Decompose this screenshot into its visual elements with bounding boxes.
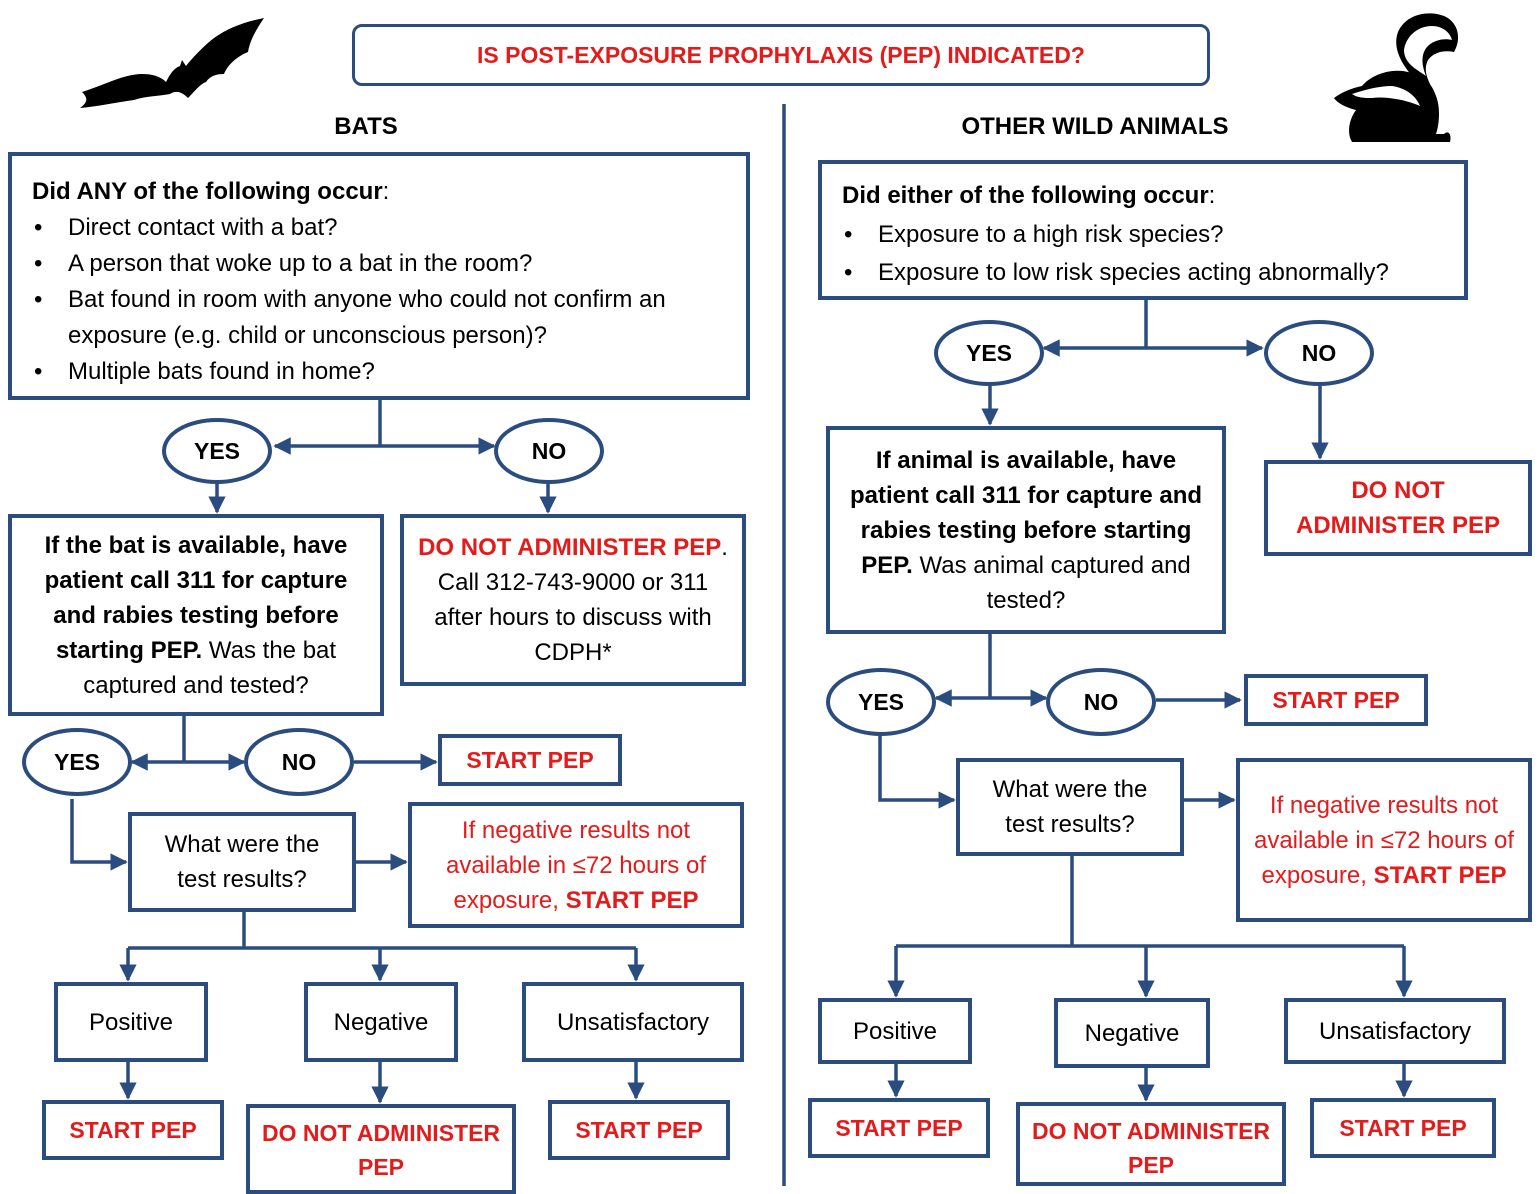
wild-start-pep-1: START PEP xyxy=(1244,674,1428,726)
list-item: Multiple bats found in home? xyxy=(34,354,746,390)
bats-question-lead: Did ANY of the following occur: xyxy=(32,178,390,205)
list-item: Exposure to a high risk species? xyxy=(844,216,1464,254)
wild-start-pep-unsat: START PEP xyxy=(1310,1098,1496,1158)
wild-yes-oval-2: YES xyxy=(826,668,936,736)
bat-icon xyxy=(80,18,264,108)
list-item: Bat found in room with anyone who could … xyxy=(34,282,746,354)
wild-negative-box: Negative xyxy=(1054,998,1210,1068)
wild-test-results-box: What were the test results? xyxy=(956,758,1184,856)
wild-header: OTHER WILD ANIMALS xyxy=(961,113,1229,140)
wild-question-box: Did either of the following occur: Expos… xyxy=(818,160,1468,300)
wild-question-lead: Did either of the following occur: xyxy=(842,182,1216,209)
wild-no-oval-1: NO xyxy=(1264,320,1374,386)
bats-do-not-admin-negative: DO NOT ADMINISTER PEP xyxy=(246,1104,516,1194)
bats-positive-box: Positive xyxy=(54,982,208,1062)
bats-unsatisfactory-box: Unsatisfactory xyxy=(522,982,744,1062)
wild-no-oval-2: NO xyxy=(1046,668,1156,736)
wild-yes-oval-1: YES xyxy=(934,320,1044,386)
bats-start-pep-1: START PEP xyxy=(438,734,622,786)
bats-negative-box: Negative xyxy=(304,982,458,1062)
skunk-icon xyxy=(1334,13,1459,142)
main-title-box: IS POST-EXPOSURE PROPHYLAXIS (PEP) INDIC… xyxy=(352,24,1210,86)
list-item: Direct contact with a bat? xyxy=(34,210,746,246)
wild-start-pep-positive: START PEP xyxy=(808,1098,990,1158)
bats-question-list: Direct contact with a bat? A person that… xyxy=(32,210,746,390)
bats-no-admin-box: DO NOT ADMINISTER PEP. Call 312-743-9000… xyxy=(400,514,746,686)
wild-do-not-admin-negative: DO NOT ADMINISTER PEP xyxy=(1016,1102,1286,1186)
bats-question-box: Did ANY of the following occur: Direct c… xyxy=(8,152,750,400)
bats-yes-oval-1: YES xyxy=(162,418,272,484)
bats-no-oval-2: NO xyxy=(244,728,354,796)
wild-unsatisfactory-box: Unsatisfactory xyxy=(1284,998,1506,1064)
bats-no-oval-1: NO xyxy=(494,418,604,484)
wild-negative-note-box: If negative results not available in ≤72… xyxy=(1236,758,1532,922)
bats-header: BATS xyxy=(334,113,398,140)
wild-no-admin-box: DO NOT ADMINISTER PEP xyxy=(1264,460,1532,556)
list-item: A person that woke up to a bat in the ro… xyxy=(34,246,746,282)
bats-capture-box: If the bat is available, have patient ca… xyxy=(8,514,384,716)
bats-start-pep-unsat: START PEP xyxy=(548,1100,730,1160)
list-item: Exposure to low risk species acting abno… xyxy=(844,254,1464,292)
bats-negative-note-box: If negative results not available in ≤72… xyxy=(408,802,744,928)
bats-test-results-box: What were the test results? xyxy=(128,812,356,912)
wild-capture-box: If animal is available, have patient cal… xyxy=(826,426,1226,634)
main-title: IS POST-EXPOSURE PROPHYLAXIS (PEP) INDIC… xyxy=(477,41,1085,68)
bats-start-pep-positive: START PEP xyxy=(42,1100,224,1160)
wild-question-list: Exposure to a high risk species? Exposur… xyxy=(842,216,1464,292)
wild-positive-box: Positive xyxy=(818,998,972,1064)
bats-yes-oval-2: YES xyxy=(22,728,132,796)
